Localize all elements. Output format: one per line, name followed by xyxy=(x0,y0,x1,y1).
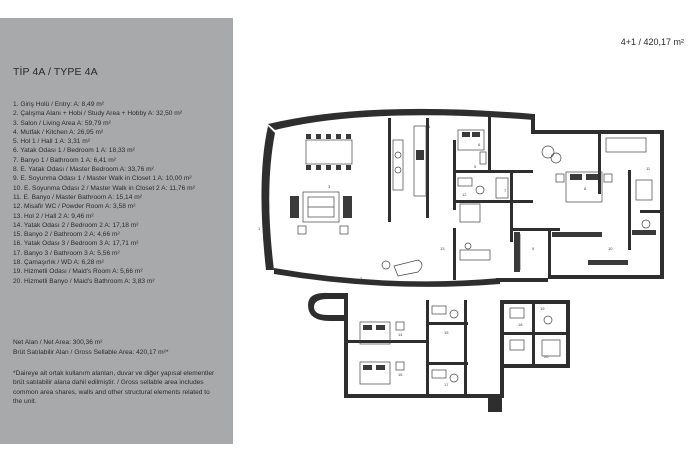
room-number: 15 xyxy=(444,330,449,335)
room-number: 8 xyxy=(584,186,587,191)
room-number: 20 xyxy=(544,354,549,359)
room-list: 1. Giriş Holü / Entry: A: 8,49 m² 2. Çal… xyxy=(13,100,231,286)
living-room-sofa-set xyxy=(290,191,352,235)
bathroom-1-fixtures xyxy=(457,177,509,199)
bedroom-2-bed xyxy=(359,321,405,345)
room-list-item: 1. Giriş Holü / Entry: A: 8,49 m² xyxy=(13,101,104,108)
room-number: 4 xyxy=(428,124,431,129)
study-desk xyxy=(459,203,491,261)
bedroom-1-bed xyxy=(457,129,487,165)
room-list-item: 17. Banyo 3 / Bathroom 3 A: 5,56 m² xyxy=(13,249,120,257)
room-list-item: 4. Mutfak / Kitchen A: 26,95 m² xyxy=(13,128,104,136)
exterior-walls xyxy=(261,108,664,412)
legend-panel: TİP 4A / TYPE 4A 1. Giriş Holü / Entry: … xyxy=(0,18,233,444)
net-area: Net Alan / Net Area: 300,36 m² xyxy=(13,339,103,346)
room-number: 10 xyxy=(608,246,613,251)
room-number: 14 xyxy=(398,332,403,337)
room-number: 18 xyxy=(518,322,523,327)
room-list-item: 19. Hizmetli Odası / Maid's Room A: 5,66… xyxy=(13,268,143,276)
kitchen-island xyxy=(392,125,427,197)
room-number: 2 xyxy=(360,276,363,281)
room-list-item: 20. Hizmetli Banyo / Maid's Bathroom A: … xyxy=(13,277,155,285)
interior-walls xyxy=(348,114,662,396)
area-footnote: *Daireye ait ortak kullanım alanları, du… xyxy=(13,370,215,405)
master-bathroom-fixtures xyxy=(605,137,653,229)
room-list-item: 6. Yatak Odası 1 / Bedroom 1 A: 18,33 m² xyxy=(13,147,135,155)
room-number-labels: 1 2 3 4 5 6 7 8 9 10 11 12 13 14 15 16 1… xyxy=(258,124,651,387)
room-list-item: 7. Banyo 1 / Bathroom 1 A: 6,41 m² xyxy=(13,156,116,164)
room-list-item: 11. E. Banyo / Master Bathroom A: 15,14 … xyxy=(13,193,142,201)
room-number: 1 xyxy=(258,226,261,231)
room-number: 11 xyxy=(646,166,651,171)
plan-title: TİP 4A / TYPE 4A xyxy=(13,66,98,78)
room-number: 3 xyxy=(328,184,331,189)
room-list-item: 5. Hol 1 / Hall 1 A: 3,31 m² xyxy=(13,138,90,146)
room-number: 9 xyxy=(532,246,535,251)
room-number: 13 xyxy=(440,246,445,251)
room-list-item: 15. Banyo 2 / Bathroom 2 A: 4,66 m² xyxy=(13,231,120,239)
room-number: 12 xyxy=(462,192,467,197)
room-number: 5 xyxy=(474,164,477,169)
room-number: 19 xyxy=(540,306,545,311)
unit-type-label: 4+1 / 420,17 m² xyxy=(620,37,684,47)
room-list-item: 9. E. Soyunma Odası 1 / Master Walk in C… xyxy=(13,175,192,183)
gross-area: Brüt Satılabilir Alan / Gross Sellable A… xyxy=(13,348,169,356)
lower-bathrooms xyxy=(431,305,561,383)
area-summary: Net Alan / Net Area: 300,36 m² Brüt Satı… xyxy=(13,338,168,357)
master-bed xyxy=(541,145,613,203)
room-list-item: 14. Yatak Odası 2 / Bedroom 2 A: 17,18 m… xyxy=(13,221,139,229)
room-number: 16 xyxy=(398,372,403,377)
dining-table xyxy=(305,134,353,170)
room-list-item: 16. Yatak Odası 3 / Bedroom 3 A: 17,71 m… xyxy=(13,240,139,248)
piano xyxy=(381,259,423,277)
room-list-item: 3. Salon / Living Area A: 59,79 m² xyxy=(13,119,111,127)
room-list-item: 2. Çalışma Alanı + Hobi / Study Area + H… xyxy=(13,110,182,118)
room-list-item: 12. Misafir WC / Powder Room A: 3,58 m² xyxy=(13,203,136,211)
room-number: 7 xyxy=(504,188,507,193)
floor-plan: 1 2 3 4 5 6 7 8 9 10 11 12 13 14 15 16 1… xyxy=(258,108,664,412)
room-list-item: 13. Hol 2 / Hall 2 A: 9,46 m² xyxy=(13,212,94,220)
room-list-item: 8. E. Yatak Odası / Master Bedroom A: 33… xyxy=(13,166,154,174)
bedroom-3-bed xyxy=(359,361,405,385)
room-list-item: 10. E. Soyunma Odası 2 / Master Walk in … xyxy=(13,184,195,192)
room-number: 17 xyxy=(444,382,449,387)
room-number: 6 xyxy=(478,142,481,147)
room-list-item: 18. Çamaşırlık / WD A: 6,28 m² xyxy=(13,259,104,267)
walk-in-closets xyxy=(514,230,656,272)
